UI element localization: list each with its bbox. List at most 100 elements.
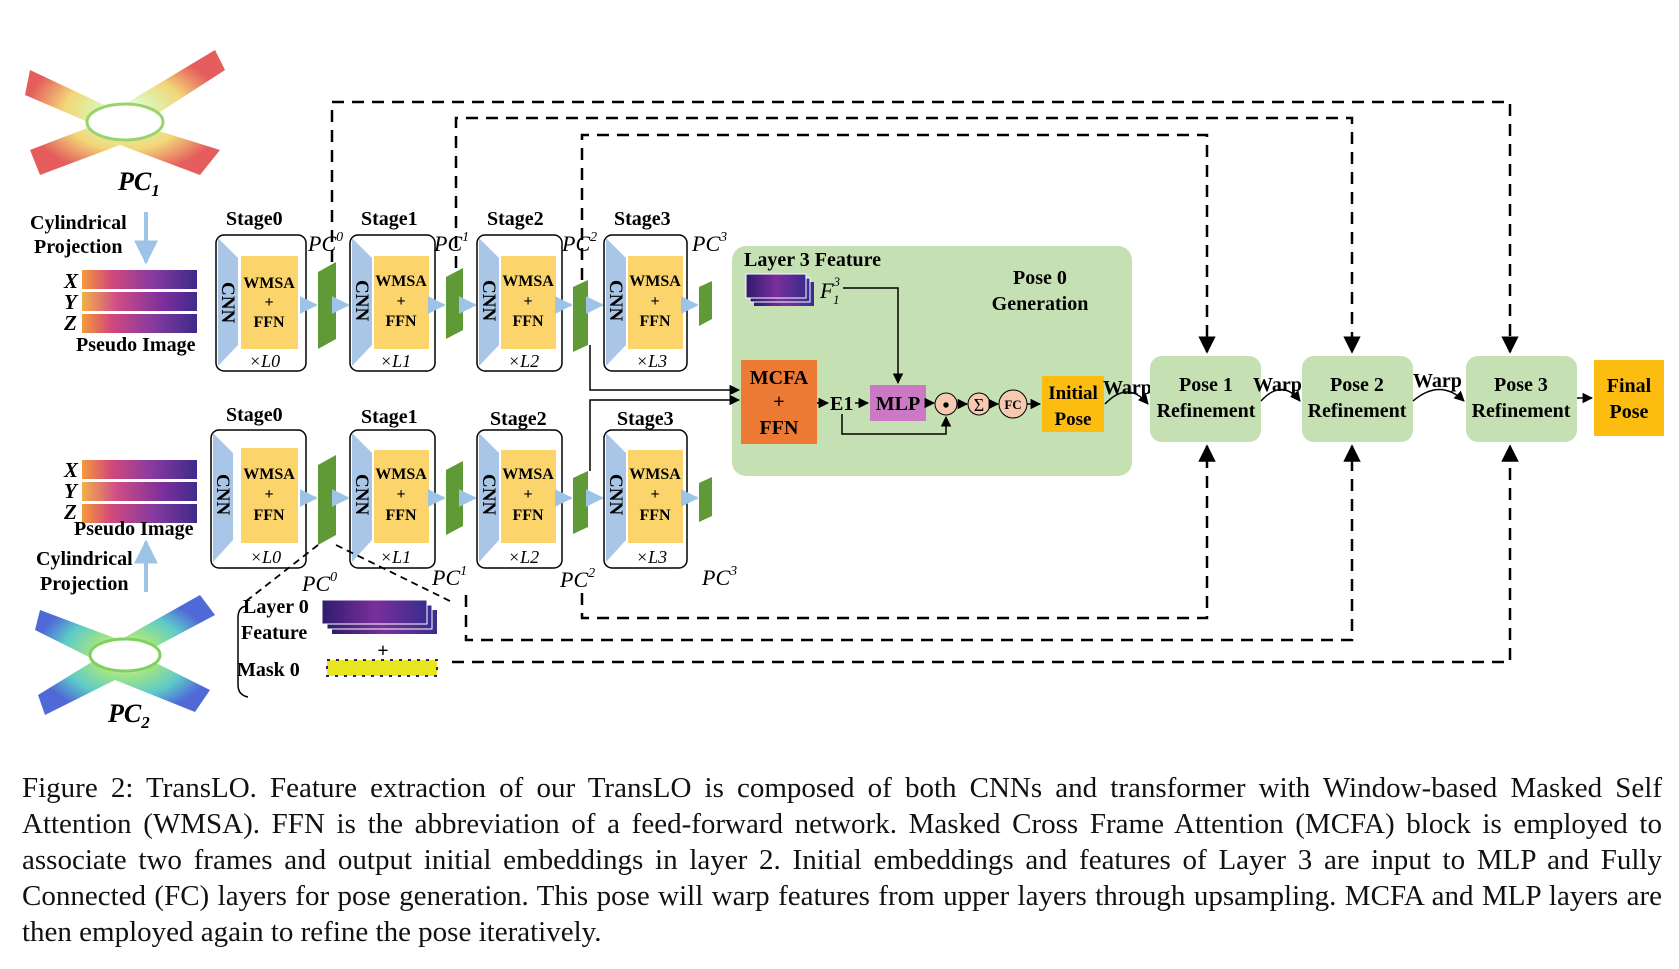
stage1-repeat-top: ×L1 <box>380 351 411 371</box>
stage1-label-bottom: Stage1 <box>361 406 418 428</box>
pc2-3-label: PC3 <box>701 564 737 590</box>
point-cloud-pc1-image <box>25 50 225 175</box>
wmsa-label: WMSA <box>629 466 681 483</box>
feature-block-pc1-1 <box>446 268 463 339</box>
fc-op-label: FC <box>1004 397 1021 412</box>
pc1-2-label: PC2 <box>561 230 597 256</box>
feature-block-pc1-0 <box>318 262 336 349</box>
stage2-label-bottom: Stage2 <box>490 408 547 430</box>
wmsa-label: WMSA <box>375 466 427 483</box>
feature-block-pc2-2 <box>573 471 588 534</box>
ffn-label: FFN <box>639 507 671 524</box>
ffn-label: FFN <box>253 507 285 524</box>
axis-x-top: X <box>63 269 79 293</box>
layer0-callout: Layer 0 Feature + Mask 0 <box>237 544 453 698</box>
layer0-feature-map <box>321 599 437 634</box>
mlp-label: MLP <box>876 393 920 415</box>
feature-block-pc2-3 <box>699 477 712 522</box>
mcfa-ffn-block <box>741 360 817 444</box>
pc2-1-label: PC1 <box>431 564 467 590</box>
initial-pose-block <box>1042 376 1104 432</box>
cylindrical-label-bottom: Cylindrical <box>36 548 133 570</box>
cnn-label: CNN <box>217 282 238 323</box>
initial-pose-label-1: Initial <box>1048 383 1098 404</box>
axis-z-top: Z <box>63 311 77 335</box>
pose3-label-1: Pose 3 <box>1494 374 1548 396</box>
stage3-label-top: Stage3 <box>614 208 671 230</box>
axis-x-bottom: X <box>63 458 79 482</box>
cnn-label: CNN <box>478 280 499 321</box>
pose2-label-2: Refinement <box>1308 400 1407 422</box>
pc1-0-label: PC0 <box>307 230 343 256</box>
final-pose-label-1: Final <box>1607 375 1652 397</box>
plus-label: + <box>523 486 532 503</box>
pose1-label-2: Refinement <box>1157 400 1256 422</box>
cnn-label: CNN <box>478 474 499 515</box>
plus-label: + <box>264 294 273 311</box>
stage2-label-top: Stage2 <box>487 208 544 230</box>
mcfa-label: MCFA <box>750 367 809 389</box>
pose3-label-2: Refinement <box>1472 400 1571 422</box>
mcfa-ffn-label: FFN <box>760 417 799 439</box>
stage0-repeat-top: ×L0 <box>249 351 280 371</box>
wmsa-label: WMSA <box>243 466 295 483</box>
ffn-label: FFN <box>512 313 544 330</box>
ffn-label: FFN <box>253 314 285 331</box>
mask0-label: Mask 0 <box>237 659 300 681</box>
plus-label: + <box>396 486 405 503</box>
pc2-2-label: PC2 <box>559 566 595 592</box>
pseudo-image-top <box>82 270 197 333</box>
feature-block-pc1-3 <box>699 281 712 326</box>
stage3-repeat-bottom: ×L3 <box>636 547 667 567</box>
pc1-label: PC1 <box>117 167 160 200</box>
mlp-block <box>870 385 926 421</box>
multiply-op-label: • <box>942 395 949 417</box>
pose0-title-2: Generation <box>992 293 1089 315</box>
point-cloud-pc2-image <box>35 595 215 715</box>
axis-y-bottom: Y <box>64 479 79 503</box>
stage0-repeat-bottom: ×L0 <box>250 547 281 567</box>
pose1-label-1: Pose 1 <box>1179 374 1233 396</box>
mcfa-plus: + <box>773 391 784 413</box>
stage0-label-bottom: Stage0 <box>226 404 283 426</box>
pose3-refinement-block <box>1466 356 1577 442</box>
dashed-skip-connections-bottom <box>452 444 1519 664</box>
wmsa-label: WMSA <box>502 466 554 483</box>
cnn-label: CNN <box>212 474 233 515</box>
cnn-label: CNN <box>605 280 626 321</box>
layer0-feature-label-2: Feature <box>241 622 307 644</box>
plus-label: + <box>650 486 659 503</box>
pc2-label: PC2 <box>107 699 150 732</box>
layer0-plus: + <box>377 640 388 662</box>
layer3-feature-label: Layer 3 Feature <box>744 249 881 271</box>
warp-label-3: Warp <box>1413 370 1462 392</box>
wmsa-label: WMSA <box>375 273 427 290</box>
figure-caption: Figure 2: TransLO. Feature extraction of… <box>22 772 1662 948</box>
cnn-trapezoid <box>218 238 238 366</box>
stage1-repeat-bottom: ×L1 <box>380 547 411 567</box>
cnn-label: CNN <box>351 474 372 515</box>
plus-label: + <box>523 293 532 310</box>
transLO-architecture-diagram: PC1 Cylindrical Projection X Y Z Pseudo … <box>25 50 1664 732</box>
pseudo-image-label-top: Pseudo Image <box>76 334 196 356</box>
warp-label-1: Warp <box>1103 377 1152 399</box>
pseudo-image-label-bottom: Pseudo Image <box>74 518 194 540</box>
stage3-label-bottom: Stage3 <box>617 408 674 430</box>
stage3-repeat-top: ×L3 <box>636 351 667 371</box>
projection-label-top: Projection <box>34 236 123 258</box>
pc2-0-label: PC0 <box>301 570 337 596</box>
pose1-refinement-block <box>1150 356 1261 442</box>
stage2-repeat-bottom: ×L2 <box>508 547 539 567</box>
wmsa-label: WMSA <box>502 273 554 290</box>
feature-block-pc2-1 <box>446 461 463 535</box>
e1-label: E1 <box>830 393 853 415</box>
ffn-label: FFN <box>385 313 417 330</box>
wmsa-label: WMSA <box>629 273 681 290</box>
cnn-label: CNN <box>605 474 626 515</box>
cnn-label: CNN <box>351 280 372 321</box>
plus-label: + <box>650 293 659 310</box>
wmsa-ffn-block <box>241 256 298 349</box>
projection-label-bottom: Projection <box>40 573 129 595</box>
ffn-label: FFN <box>512 507 544 524</box>
